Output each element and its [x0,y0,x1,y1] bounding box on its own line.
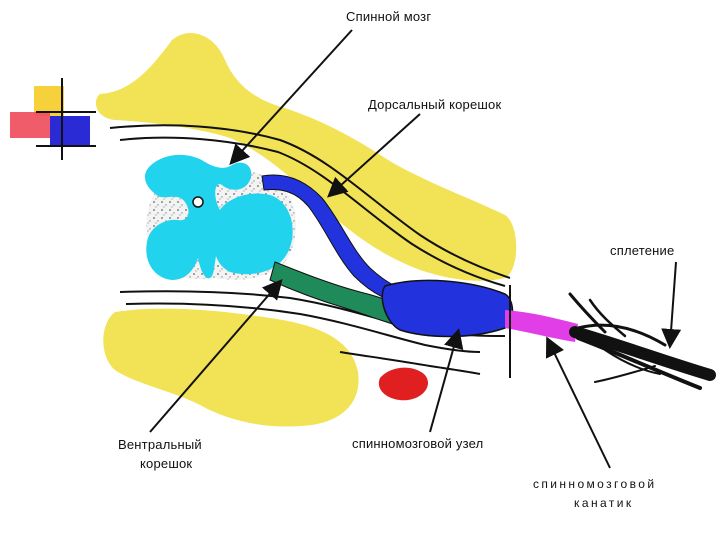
colored-squares-logo [10,78,96,160]
label-spinal-cord: Спинной мозг [346,9,431,25]
central-canal [193,197,203,207]
arrow-plexus [670,262,676,345]
plexus-fibers [570,294,710,388]
arrow-spinal-nerve [548,340,610,468]
label-spinal-ganglion: спинномозговой узел [352,436,483,452]
spinal-ganglion [382,280,512,336]
label-spinal-nerve-line2: канатик [574,495,633,511]
lower-vertebra [103,309,358,427]
label-dorsal-root: Дорсальный корешок [368,97,501,113]
spinal-cord [145,155,296,280]
spinal-nerve-trunk [505,310,578,342]
label-plexus: сплетение [610,243,674,259]
label-ventral-root-line2: корешок [140,456,192,472]
blood-vessel [379,368,428,401]
label-spinal-nerve-line1: спинномозговой [533,476,656,492]
label-ventral-root-line1: Вентральный [118,437,202,453]
